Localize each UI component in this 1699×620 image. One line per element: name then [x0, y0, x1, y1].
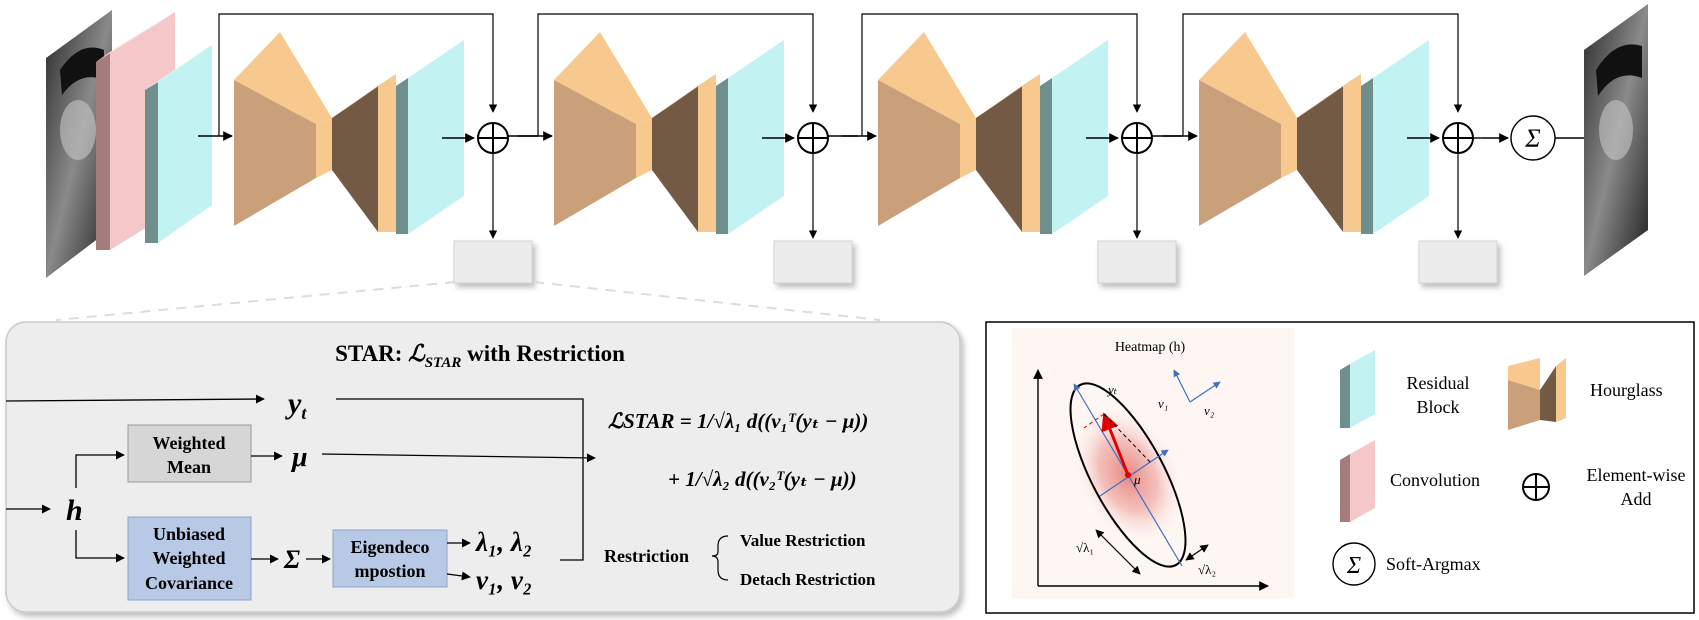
unbiased-label-2: Weighted — [152, 548, 225, 568]
legend-add-label-1: Element-wise — [1587, 465, 1686, 485]
legend-residual-label-2: Block — [1417, 397, 1460, 417]
weighted-mean-label-1: Weighted — [152, 433, 225, 453]
var-mu: μ — [290, 442, 308, 473]
legend-add-label-2: Add — [1621, 489, 1652, 509]
residual-block-stage-4 — [1361, 40, 1429, 234]
hourglass-stage-2 — [518, 13, 858, 284]
weighted-mean-box — [127, 424, 252, 483]
pipeline: Σ — [46, 4, 1648, 284]
detach-restriction: Detach Restriction — [740, 570, 876, 589]
var-h: h — [66, 494, 83, 527]
element-wise-add-1 — [477, 122, 509, 154]
residual-block-stage-2 — [716, 40, 784, 234]
star-panel-title: STAR: ℒSTAR with Restriction — [335, 341, 625, 371]
unbiased-label-3: Covariance — [145, 573, 233, 593]
heatmap-label-sqrt-l2: √λ₂ — [1198, 562, 1216, 577]
heatmap-illustration: Heatmap (h) yₜ μ v₁ v₂ √λ₁ √λ₂ — [1012, 328, 1294, 598]
hourglass-block-2 — [554, 32, 716, 232]
softargmax-symbol: Σ — [1524, 124, 1541, 153]
element-wise-add-3 — [1121, 122, 1153, 154]
residual-block-input — [145, 45, 212, 243]
output-face-image — [1584, 4, 1648, 276]
legend-residual-label-1: Residual — [1407, 373, 1470, 393]
hourglass-stage-4 — [1163, 13, 1498, 284]
formula-line-1: ℒSTAR = 1/√λ₁ d((v₁ᵀ(yₜ − μ)) — [608, 409, 868, 433]
var-sigma: Σ — [283, 545, 300, 574]
value-restriction: Value Restriction — [740, 531, 866, 550]
eigendecomposition-box — [332, 529, 448, 588]
unbiased-covariance-box — [127, 516, 252, 601]
legend-softargmax-symbol: Σ — [1346, 553, 1361, 579]
input-face-image — [46, 10, 112, 278]
heatmap-output-box-4 — [1418, 240, 1498, 284]
unbiased-label-1: Unbiased — [153, 524, 225, 544]
hourglass-stage-3 — [842, 13, 1182, 284]
legend-panel: Heatmap (h) yₜ μ v₁ v₂ √λ₁ √λ₂ — [985, 321, 1695, 614]
element-wise-add-4 — [1442, 122, 1474, 154]
element-wise-add-2 — [797, 122, 829, 154]
restriction-label: Restriction — [604, 546, 689, 566]
residual-block-stage-3 — [1040, 40, 1108, 234]
star-panel: STAR: ℒSTAR with Restriction yt h Weight… — [5, 321, 961, 613]
hourglass-stage-1 — [198, 13, 538, 284]
formula-line-2: + 1/√λ₂ d((v₂ᵀ(yₜ − μ)) — [668, 467, 857, 491]
legend-residual-icon — [1340, 350, 1375, 428]
hourglass-block-1 — [234, 32, 396, 232]
zoom-guide-left — [55, 281, 456, 321]
softargmax-node: Σ — [1482, 115, 1584, 161]
weighted-mean-label-2: Mean — [167, 457, 211, 477]
heatmap-label-sqrt-l1: √λ₁ — [1076, 540, 1094, 555]
legend-hourglass-label: Hourglass — [1590, 380, 1663, 400]
legend-convolution-icon — [1340, 440, 1375, 522]
heatmap-label-yt: yₜ — [1106, 382, 1118, 397]
heatmap-output-box-3 — [1097, 240, 1177, 284]
var-vs: v₁, v₂ — [476, 565, 532, 595]
zoom-guide-right — [533, 281, 881, 321]
heatmap-label-v2: v₂ — [1204, 403, 1215, 418]
var-lambdas: λ₁, λ₂ — [475, 527, 532, 557]
legend-softargmax-icon — [1332, 542, 1376, 586]
heatmap-output-box-1 — [453, 240, 533, 284]
hourglass-block-3 — [878, 32, 1040, 232]
eigen-label-2: mpostion — [354, 561, 425, 581]
heatmap-label-mu: μ — [1133, 472, 1141, 487]
hourglass-block-4 — [1199, 32, 1361, 232]
legend-add-icon — [1522, 473, 1550, 501]
heatmap-title: Heatmap (h) — [1115, 340, 1186, 355]
heatmap-output-box-2 — [773, 240, 853, 284]
eigen-label-1: Eigendeco — [351, 537, 430, 557]
legend-convolution-label: Convolution — [1390, 470, 1480, 490]
var-yt: yt — [285, 387, 307, 423]
residual-block-stage-1 — [396, 40, 464, 234]
legend-hourglass-icon — [1508, 358, 1566, 430]
heatmap-label-v1: v₁ — [1158, 396, 1168, 411]
legend-softargmax-label: Soft-Argmax — [1386, 554, 1481, 574]
